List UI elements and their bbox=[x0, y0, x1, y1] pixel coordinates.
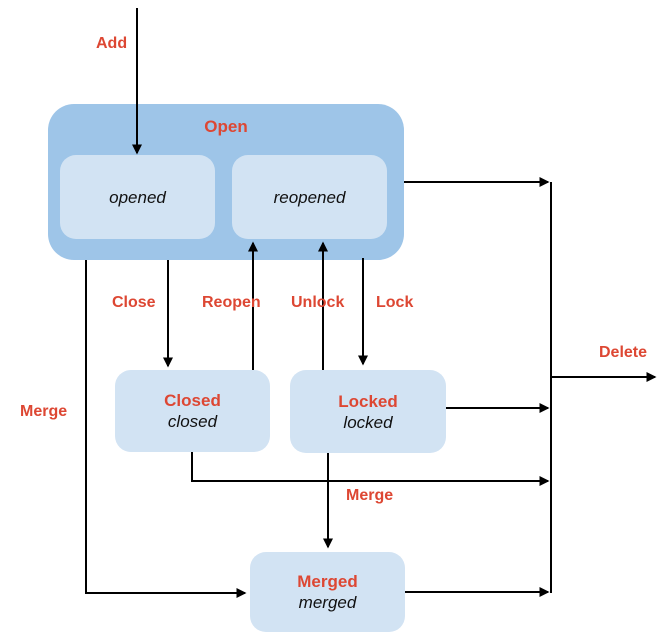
close-label: Close bbox=[112, 294, 156, 311]
merged-state-sublabel: merged bbox=[298, 593, 357, 612]
reopened-state-label: reopened bbox=[273, 187, 346, 207]
add-label: Add bbox=[96, 35, 128, 52]
merge-left-label: Merge bbox=[20, 403, 68, 420]
delete-label: Delete bbox=[599, 344, 648, 361]
closed-to-delete-arrow bbox=[191, 452, 550, 486]
closed-state-box: Closed closed bbox=[115, 370, 270, 452]
merged-state-title: Merged bbox=[297, 572, 358, 591]
open-group-label: Open bbox=[204, 117, 248, 136]
merge-bottom-label: Merge bbox=[346, 487, 394, 504]
merged-state-box: Merged merged bbox=[250, 552, 405, 632]
locked-state-title: Locked bbox=[338, 391, 398, 411]
unlock-label: Unlock bbox=[291, 294, 345, 311]
reopen-label: Reopen bbox=[202, 294, 261, 311]
locked-state-sublabel: locked bbox=[343, 412, 393, 432]
opened-state-box: opened bbox=[60, 155, 215, 239]
closed-state-sublabel: closed bbox=[167, 412, 218, 431]
opened-state-label: opened bbox=[109, 187, 166, 207]
locked-state-box: Locked locked bbox=[290, 370, 446, 453]
closed-state-title: Closed bbox=[164, 391, 221, 410]
lock-label: Lock bbox=[376, 294, 414, 311]
reopened-state-box: reopened bbox=[232, 155, 387, 239]
